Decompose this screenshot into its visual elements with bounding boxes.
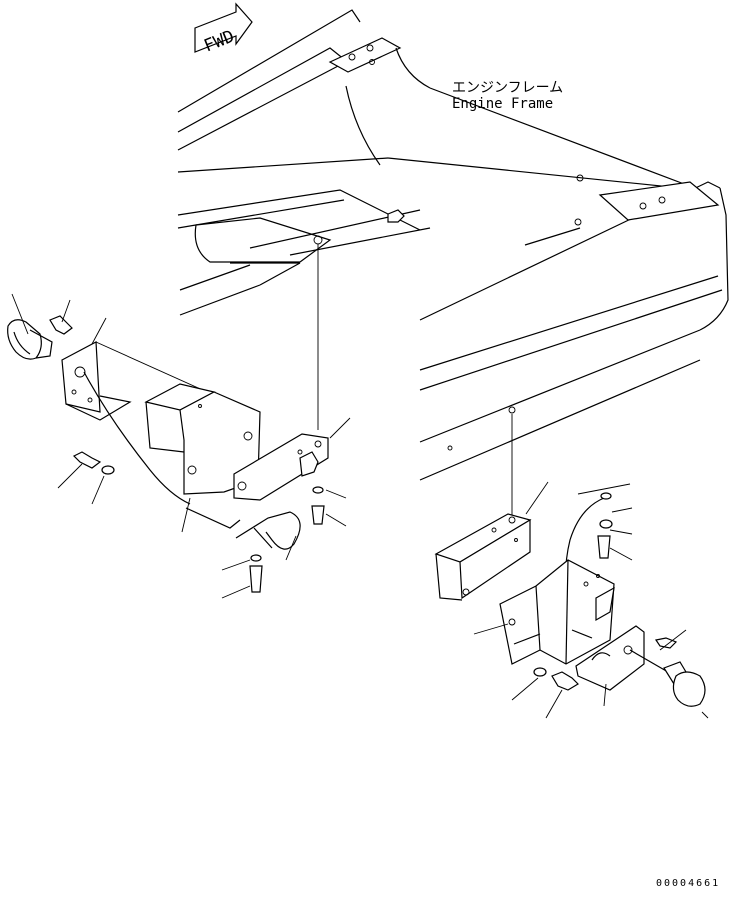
bolt-right-b xyxy=(655,637,678,649)
left-lamp-assembly xyxy=(7,293,351,599)
lamp-right xyxy=(629,649,706,707)
wire-harness-left xyxy=(83,371,191,505)
right-lamp-assembly xyxy=(434,481,709,719)
bolt-left-b xyxy=(311,505,325,525)
bolt-top-left xyxy=(49,315,73,335)
engine-frame-jp-label: エンジンフレーム xyxy=(452,80,563,96)
bolt-left-c xyxy=(249,565,263,593)
washer-right-a xyxy=(599,519,613,529)
fwd-label: FWD xyxy=(201,26,237,56)
engine-frame xyxy=(177,9,729,481)
support-bracket-left xyxy=(233,433,329,501)
bolt-left-a xyxy=(72,451,102,469)
drawing-number: 00004661 xyxy=(656,878,720,889)
fwd-arrow: FWD xyxy=(194,2,253,57)
bolt-right-a xyxy=(597,535,611,559)
washer-left-c xyxy=(250,554,262,562)
washer-right-b xyxy=(533,667,547,677)
washer-left-b xyxy=(312,486,324,494)
lamp-left xyxy=(7,319,53,360)
engine-frame-en-label: Engine Frame xyxy=(452,96,553,112)
support-bracket-right xyxy=(575,625,645,691)
washer-left-a xyxy=(101,465,115,475)
bolt-right-c xyxy=(551,671,579,691)
